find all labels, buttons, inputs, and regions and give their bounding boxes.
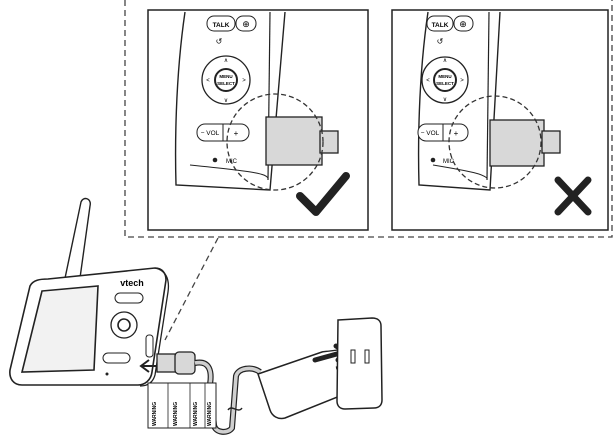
baby-monitor-unit: vtech [9,197,196,387]
mic-hole [105,372,109,376]
mic-label: MIC [443,159,455,165]
dpad-down-icon: ∨ [224,98,228,104]
device-body [417,11,501,191]
top-buttons [114,292,144,304]
talk-label: TALK [432,22,449,29]
inset-correct: TALK ⊕ ↺ MENU SELECT ∧ ∨ < > − VOL + MIC [147,9,369,231]
screen [20,285,99,373]
vol-plus-label: + [234,129,239,138]
menu-label: MENU [438,74,451,79]
vol-minus-label: − VOL [421,130,440,137]
warning-text: WARNING [193,402,199,426]
vol-minus-label: − VOL [201,130,220,137]
mic-icon [212,157,218,163]
zoom-button [235,15,257,32]
zoom-dashed-outline [124,0,613,238]
select-label: SELECT [217,81,235,86]
dpad-down-icon: ∨ [443,97,447,103]
warning-tag: WARNING WARNING WARNING WARNING [147,382,217,429]
device-inner-line [189,164,269,179]
talk-button [206,15,236,32]
outlet-slot [364,349,370,364]
menu-label: MENU [219,74,232,79]
usb-connector-tail [541,130,561,154]
cross-icon [554,176,592,216]
outlet-slot [350,349,356,364]
wall-outlet [336,317,383,410]
outlet-plate [336,317,383,410]
cable-break [227,407,243,411]
zoom-leader-line [164,237,219,341]
zoom-in-icon: ⊕ [242,20,250,30]
insert-arrow-icon [139,359,156,373]
usb-plug-boot [174,351,196,375]
dpad-center [117,318,131,332]
brand-logo: vtech [120,278,144,288]
inset-incorrect: TALK ⊕ ↺ MENU SELECT ∧ ∨ < > − VOL + MIC [391,9,609,231]
power-cable-inner [194,360,262,434]
checkmark-icon [296,172,350,216]
dpad-up-icon: ∧ [224,58,228,64]
usb-connector-body [489,119,545,167]
talk-button [426,15,454,32]
dpad-left-icon: < [206,78,210,84]
antenna [63,197,91,285]
zoom-circle [226,93,324,191]
talk-label: TALK [213,22,230,29]
volume-buttons [102,352,131,364]
side-port [145,334,154,358]
dpad-left-icon: < [426,78,430,84]
zoom-circle [448,95,542,189]
menu-select-button [433,68,457,92]
vol-plus-label: + [454,129,459,138]
usb-connector-tail [319,130,339,154]
select-label: SELECT [436,81,454,86]
dpad-right-icon: > [460,78,464,84]
back-icon: ↺ [216,37,223,46]
warning-text: WARNING [152,402,158,426]
device-side [139,267,170,387]
usb-connector-body [265,116,323,166]
menu-select-button [214,68,238,92]
warning-text: WARNING [207,402,213,426]
dpad-up-icon: ∧ [443,58,447,64]
device-inner-line [432,164,488,179]
warning-text: WARNING [173,402,179,426]
back-icon: ↺ [437,37,444,46]
zoom-in-icon: ⊕ [459,20,467,30]
zoom-button [453,15,474,32]
mic-icon [430,157,436,163]
dpad-right-icon: > [242,78,246,84]
